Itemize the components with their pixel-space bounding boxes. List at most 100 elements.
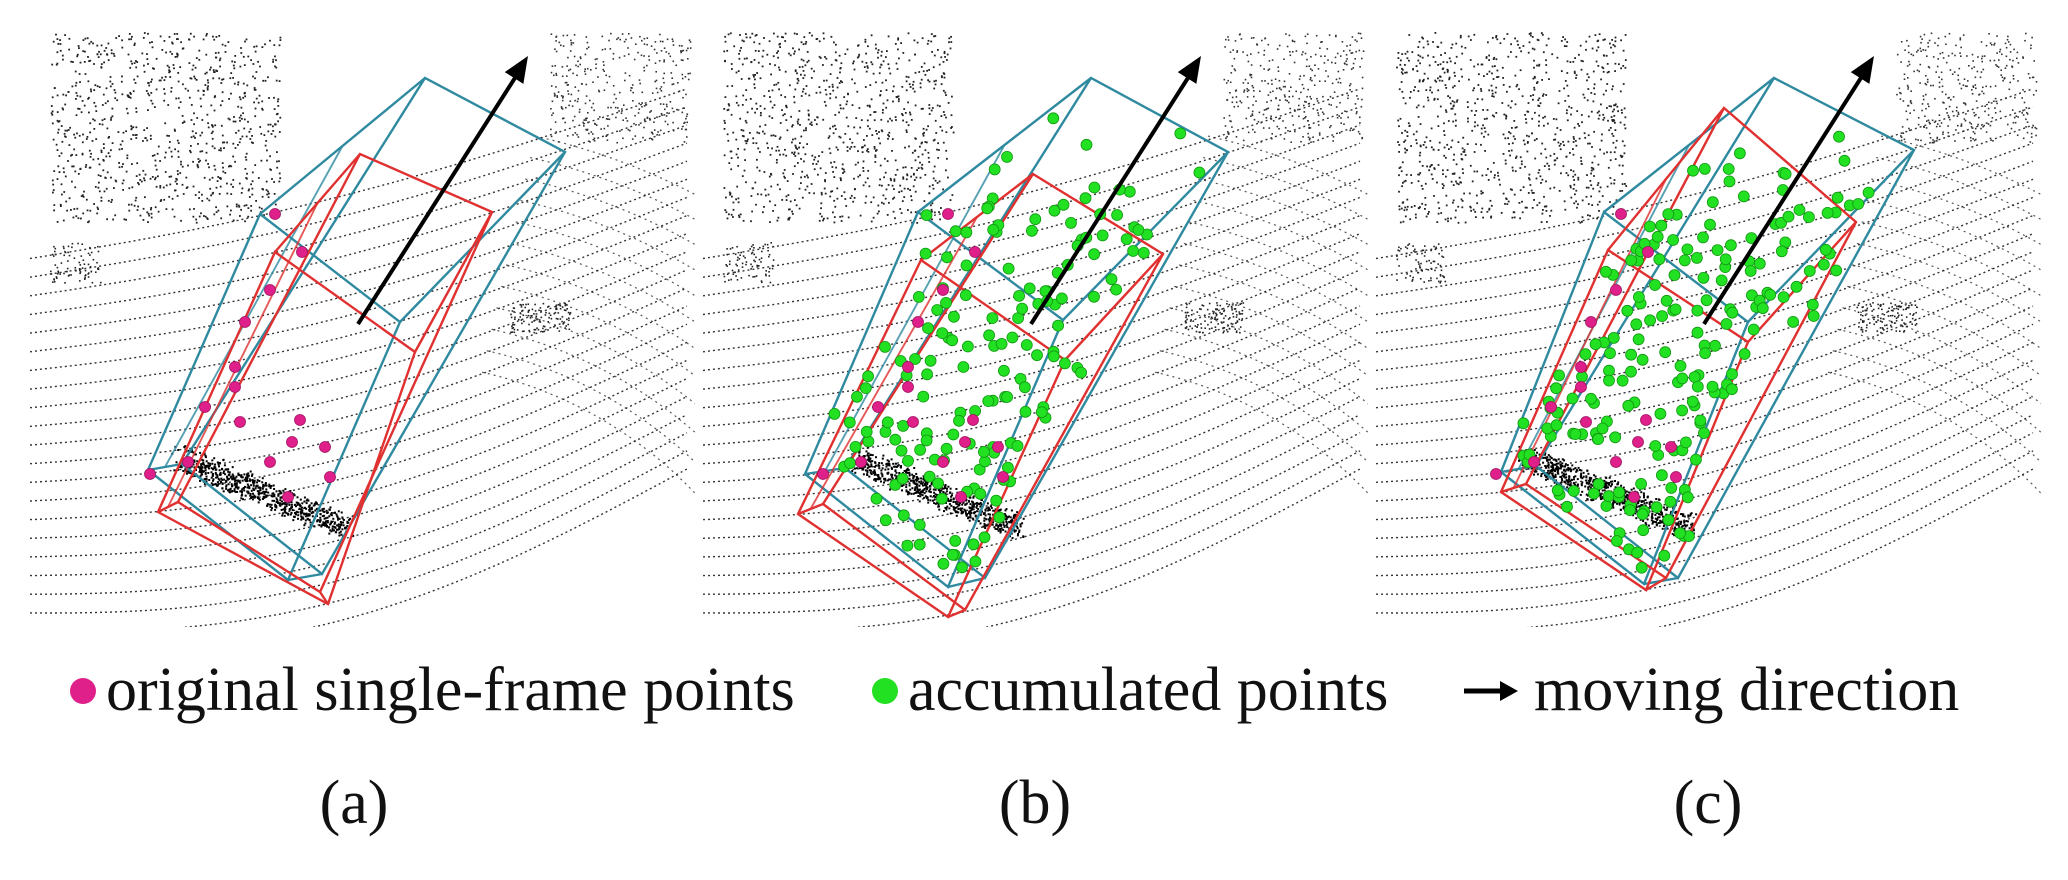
- accumulated-point: [1013, 289, 1026, 302]
- accumulated-point: [1807, 310, 1820, 322]
- accumulated-point: [1120, 233, 1133, 246]
- accumulated-point: [1733, 147, 1746, 160]
- accumulated-point: [897, 419, 910, 432]
- accumulated-point: [1623, 504, 1636, 517]
- legend-accumulated-label: accumulated points: [908, 656, 1389, 724]
- point-cloud-scene-c: [1376, 32, 2041, 627]
- accumulated-point: [1676, 404, 1689, 417]
- accumulated-point: [1651, 230, 1664, 243]
- moving-direction-arrow: [1702, 56, 1874, 326]
- accumulated-point: [1603, 364, 1615, 377]
- accumulated-point: [1600, 500, 1613, 512]
- accumulated-point: [1610, 535, 1623, 547]
- accumulated-point: [1001, 461, 1014, 474]
- accumulated-point: [1775, 245, 1788, 258]
- accumulated-point: [1585, 392, 1597, 405]
- accumulated-point: [1687, 164, 1699, 177]
- moving-direction-arrow: [1029, 56, 1201, 326]
- accumulated-point: [1662, 208, 1675, 221]
- accumulated-point: [1029, 213, 1042, 226]
- original-points: [817, 208, 1009, 503]
- original-point: [1665, 441, 1677, 453]
- accumulated-point: [1048, 204, 1061, 217]
- accumulated-point: [1819, 243, 1832, 256]
- accumulated-point: [1576, 370, 1588, 383]
- accumulated-point: [917, 390, 930, 403]
- accumulated-point: [1602, 490, 1615, 503]
- accumulated-point: [1720, 318, 1733, 330]
- legend-direction: moving direction: [1462, 655, 1959, 726]
- accumulated-point: [879, 514, 892, 527]
- accumulated-point: [982, 395, 995, 408]
- accumulated-point: [879, 340, 891, 353]
- original-point: [182, 456, 194, 468]
- accumulated-point: [1681, 491, 1694, 504]
- accumulated-point: [1806, 298, 1819, 311]
- accumulated-point: [1020, 339, 1033, 351]
- accumulated-point: [1668, 269, 1681, 282]
- accumulated-point: [1599, 265, 1612, 278]
- accumulated-point: [1088, 181, 1101, 194]
- point-cloud-scene-a: [30, 32, 695, 627]
- accumulated-point: [1569, 428, 1582, 441]
- original-point: [264, 456, 276, 468]
- accumulated-point: [1622, 399, 1635, 412]
- accumulated-point: [1006, 331, 1019, 344]
- accumulated-point: [1621, 304, 1634, 317]
- accumulated-point: [935, 492, 948, 505]
- accumulated-point: [1001, 150, 1013, 163]
- accumulated-point: [997, 364, 1010, 377]
- accumulated-point: [1047, 350, 1060, 363]
- accumulated-point: [1550, 419, 1563, 432]
- accumulated-point: [981, 202, 994, 215]
- legend-original: original single-frame points: [70, 655, 795, 726]
- accumulated-point: [973, 463, 986, 476]
- lidar-buildings: [50, 32, 692, 334]
- original-point: [1490, 468, 1502, 480]
- accumulated-point: [983, 329, 996, 342]
- accumulated-point: [1613, 486, 1626, 499]
- accumulated-point: [1697, 271, 1710, 284]
- accumulated-point: [1127, 245, 1140, 257]
- original-point: [855, 456, 867, 468]
- accumulated-point: [1802, 211, 1815, 224]
- accumulated-point: [849, 440, 862, 453]
- accumulated-point: [1637, 524, 1650, 537]
- original-point: [1575, 361, 1587, 373]
- original-point: [907, 416, 919, 428]
- accumulated-point: [1096, 229, 1109, 242]
- accumulated-point: [941, 251, 953, 264]
- accumulated-point: [1706, 196, 1719, 209]
- lidar-scan-lines: [30, 88, 695, 627]
- accumulated-point: [1635, 561, 1648, 574]
- accumulated-points: [1517, 130, 1875, 574]
- legend: original single-frame points accumulated…: [0, 655, 2068, 735]
- accumulated-point: [993, 511, 1006, 524]
- accumulated-point: [1080, 138, 1093, 151]
- original-point: [1610, 456, 1622, 468]
- accumulated-point: [920, 434, 933, 447]
- moving-direction-arrow: [356, 56, 528, 326]
- accumulated-point: [1031, 349, 1043, 362]
- accumulated-point: [920, 209, 933, 222]
- accumulated-point: [947, 428, 960, 441]
- arrow-shaft: [1702, 68, 1868, 326]
- accumulated-point: [1737, 190, 1750, 203]
- accumulated-point: [1659, 346, 1672, 359]
- original-point: [912, 316, 924, 328]
- accumulated-point: [1018, 381, 1031, 394]
- accumulated-point: [967, 538, 980, 551]
- accumulated-point: [921, 368, 934, 381]
- accumulated-point: [960, 259, 973, 272]
- original-point: [234, 416, 246, 428]
- accumulated-point: [1635, 477, 1648, 490]
- accumulated-point: [1658, 549, 1671, 562]
- accumulated-point: [1690, 251, 1703, 264]
- accumulated-point: [1833, 130, 1845, 143]
- accumulated-point: [1644, 314, 1657, 327]
- accumulated-point: [1660, 294, 1673, 307]
- accumulated-point: [1744, 265, 1757, 277]
- caption-a: (a): [319, 769, 389, 837]
- accumulated-point: [977, 445, 990, 458]
- accumulated-point: [1579, 348, 1592, 361]
